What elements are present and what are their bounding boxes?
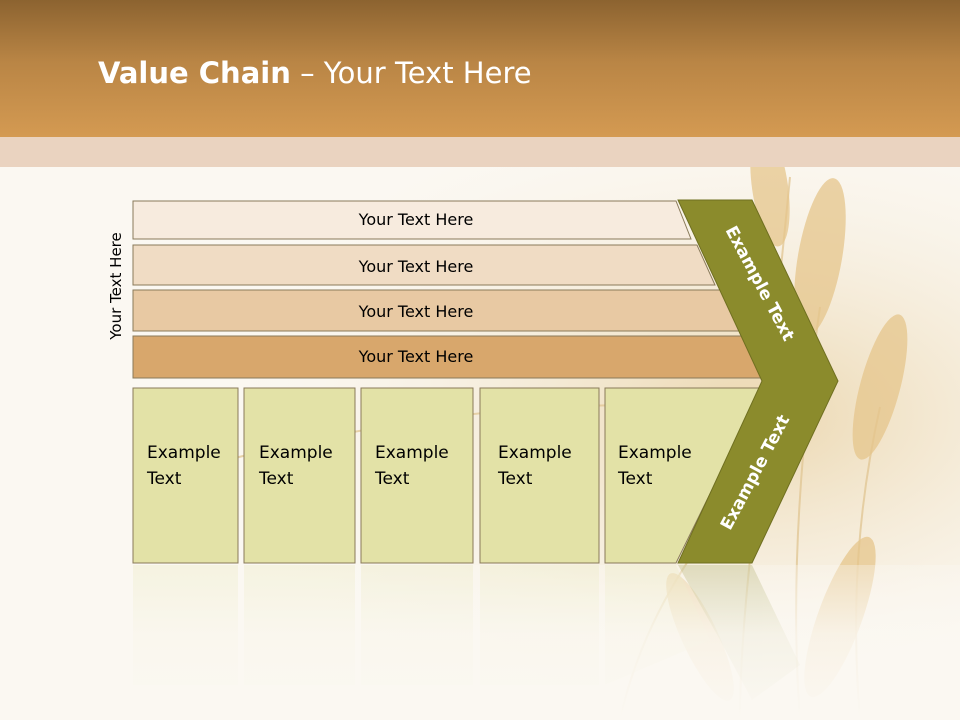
activity-box-1-line1: Example [147,443,221,463]
activity-box-4-line2: Text [497,469,533,489]
activity-box-3-line2: Text [374,469,410,489]
activity-box-5-line1: Example [618,443,692,463]
margin-chevron-arrow[interactable] [677,199,839,564]
reflection-fade [0,565,960,720]
activity-box-5[interactable] [604,387,763,564]
activity-box-5-line2: Text [617,469,653,489]
activity-box-2[interactable] [243,387,356,564]
activity-box-4[interactable] [479,387,600,564]
page-title: Value Chain – Your Text Here [98,56,532,90]
row-label-1: Your Text Here [358,210,474,229]
row-bar-2[interactable] [132,244,716,286]
activity-box-4-line1: Example [498,443,572,463]
row-label-2: Your Text Here [358,257,474,276]
activity-box-2-line1: Example [259,443,333,463]
row-bar-1[interactable] [132,200,692,240]
activity-box-2-line2: Text [258,469,294,489]
header-band [0,137,960,167]
activity-box-1-line2: Text [146,469,182,489]
row-label-4: Your Text Here [358,347,474,366]
header-bar: Value Chain – Your Text Here [0,0,960,137]
activity-box-1[interactable] [132,387,239,564]
activity-box-3[interactable] [360,387,474,564]
row-label-3: Your Text Here [358,302,474,321]
activity-box-3-line1: Example [375,443,449,463]
